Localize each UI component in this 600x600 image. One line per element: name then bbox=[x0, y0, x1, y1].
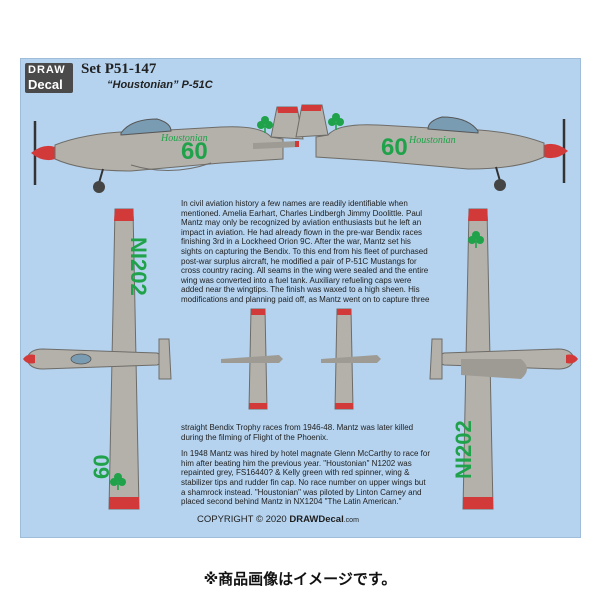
decal-sheet: 60 Houstonian 60 Houstonian NI202 bbox=[20, 58, 581, 538]
wingtip-top bbox=[114, 209, 134, 221]
belly-scoop bbox=[461, 359, 527, 379]
fuselage bbox=[26, 348, 165, 370]
history-paragraph: straight Bendix Trophy races from 1946-4… bbox=[181, 423, 414, 442]
rudder-cap bbox=[277, 107, 298, 113]
history-paragraph: In 1948 Mantz was hired by hotel magnate… bbox=[181, 449, 431, 507]
wheel bbox=[93, 181, 105, 193]
wingtip-bottom bbox=[463, 497, 493, 509]
stabilizer bbox=[158, 338, 172, 380]
landing-gear bbox=[495, 166, 501, 182]
stabilizer bbox=[253, 141, 299, 149]
fuselage bbox=[54, 126, 284, 172]
stabilizer-tip bbox=[295, 141, 299, 147]
history-text-top: In civil aviation history a few names ar… bbox=[181, 199, 431, 312]
race-number-right-side: 60 bbox=[381, 134, 408, 161]
registration-right-wing: NI202 bbox=[451, 420, 476, 479]
fuselage bbox=[315, 124, 545, 170]
stabilizer bbox=[429, 338, 443, 380]
stabilizer-tip bbox=[335, 403, 353, 409]
stabilizer-planform-left bbox=[221, 308, 283, 410]
landing-gear bbox=[98, 168, 104, 184]
stabilizer-planform-right bbox=[321, 308, 381, 410]
history-paragraph: In civil aviation history a few names ar… bbox=[181, 199, 430, 304]
set-subtitle: “Houstonian” P-51C bbox=[107, 79, 213, 91]
registration-left-wing: NI202 bbox=[126, 237, 151, 296]
belly-scoop bbox=[130, 162, 212, 171]
history-text-bottom: straight Bendix Trophy races from 1946-4… bbox=[181, 423, 431, 514]
image-caption: ※商品画像はイメージです。 bbox=[203, 570, 397, 588]
copyright-line: COPYRIGHT © 2020 DRAWDecal.com bbox=[197, 514, 359, 525]
canopy bbox=[427, 116, 479, 134]
left-wing-planform bbox=[23, 208, 172, 510]
right-wing-planform bbox=[429, 208, 578, 510]
race-number-left-wing: 60 bbox=[89, 455, 114, 479]
nose-art-left: Houstonian bbox=[160, 133, 208, 144]
tail-section bbox=[321, 355, 381, 363]
red-spinner bbox=[566, 354, 578, 364]
canopy bbox=[120, 118, 172, 136]
wheel bbox=[494, 179, 506, 191]
tail-section bbox=[221, 355, 283, 363]
drawdecal-logo: DRAW Decal bbox=[25, 63, 73, 93]
right-side-profile bbox=[295, 104, 568, 191]
red-spinner bbox=[23, 354, 35, 364]
canopy bbox=[70, 353, 92, 365]
left-side-profile bbox=[31, 106, 304, 193]
stabilizer-tip bbox=[337, 309, 351, 315]
wingtip-top bbox=[468, 209, 488, 221]
stabilizer-tip bbox=[249, 403, 267, 409]
set-title: Set P51-147 bbox=[81, 61, 157, 77]
red-spinner bbox=[544, 143, 568, 159]
race-number-left-side: 60 bbox=[181, 138, 208, 165]
rudder-cap bbox=[301, 105, 322, 111]
red-spinner bbox=[31, 145, 55, 161]
nose-art-right: Houstonian bbox=[408, 135, 456, 146]
stabilizer-tip bbox=[251, 309, 265, 315]
aircraft-artwork: 60 Houstonian 60 Houstonian NI202 bbox=[23, 104, 578, 510]
wingtip-bottom bbox=[109, 497, 139, 509]
